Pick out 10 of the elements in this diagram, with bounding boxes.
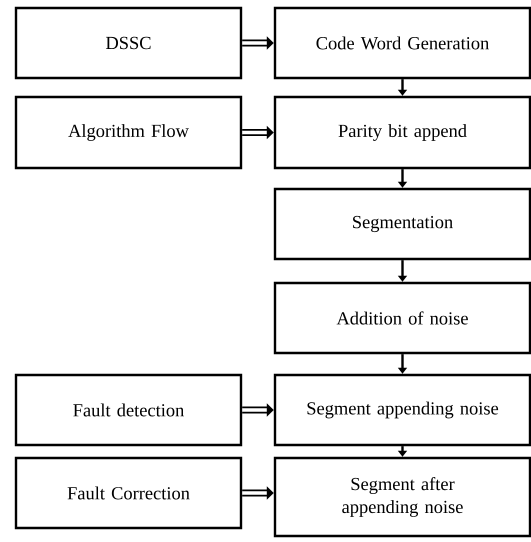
process-box: Addition of noise	[274, 282, 531, 354]
process-box: Segment after appending noise	[274, 456, 531, 538]
process-box: Segmentation	[274, 188, 531, 260]
process-box: Parity bit append	[274, 96, 531, 170]
process-box: Segment appending noise	[274, 374, 531, 446]
process-box: Fault detection	[14, 374, 242, 446]
process-box: Fault Correction	[14, 456, 242, 530]
process-box: DSSC	[14, 6, 242, 80]
process-box: Algorithm Flow	[14, 96, 242, 170]
process-box: Code Word Generation	[274, 6, 531, 80]
